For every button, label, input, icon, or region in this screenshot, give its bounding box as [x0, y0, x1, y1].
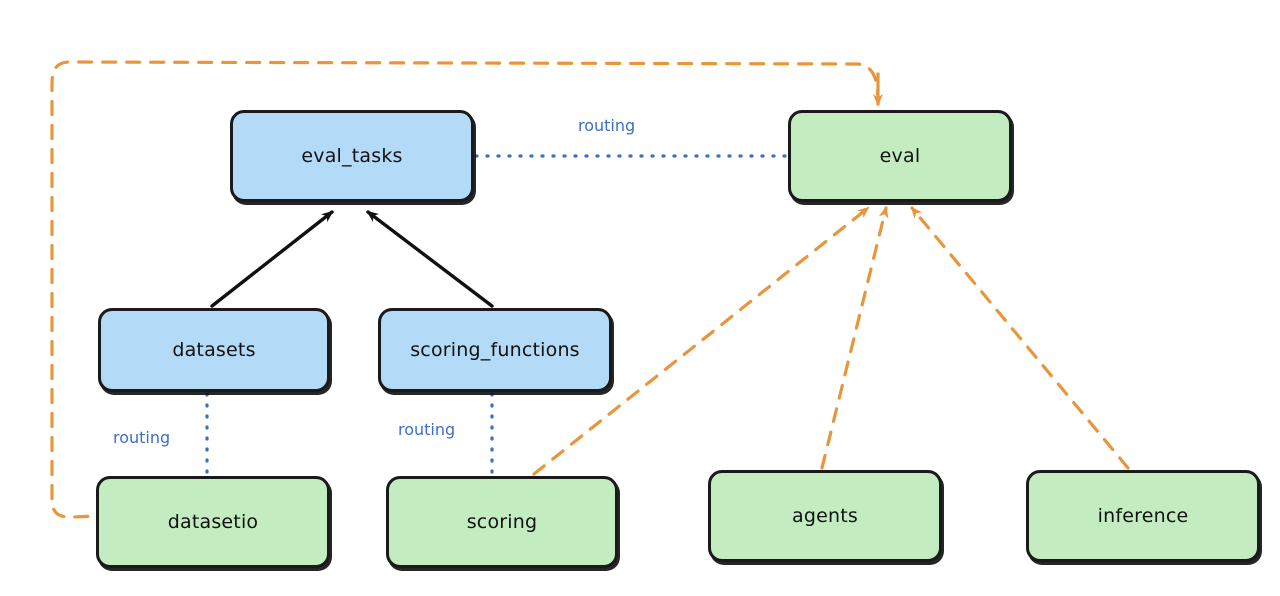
node-label: scoring_functions	[410, 339, 580, 361]
edge-inference-to-eval	[910, 206, 1130, 470]
node-eval[interactable]: eval	[788, 110, 1012, 202]
edge-eval-to-datasetio	[50, 60, 880, 519]
node-agents[interactable]: agents	[708, 470, 942, 562]
edge-label-routing-datasets: routing	[113, 428, 171, 447]
node-scoring[interactable]: scoring	[386, 476, 618, 568]
node-label: scoring	[466, 511, 538, 533]
node-eval-tasks[interactable]: eval_tasks	[230, 110, 474, 202]
edge-scoring-to-eval	[532, 206, 870, 476]
edge-datasets-to-eval-tasks	[210, 210, 334, 308]
node-label: eval_tasks	[301, 145, 403, 167]
node-label: inference	[1097, 505, 1189, 527]
edge-label-routing-eval-tasks: routing	[578, 116, 636, 135]
node-label: datasets	[172, 339, 256, 361]
node-label: eval	[879, 145, 921, 167]
node-label: agents	[792, 505, 858, 527]
node-datasetio[interactable]: datasetio	[96, 476, 330, 568]
node-label: datasetio	[167, 511, 259, 533]
node-scoring-functions[interactable]: scoring_functions	[378, 308, 612, 392]
edge-agents-to-eval	[820, 206, 889, 470]
edge-scoring-functions-to-eval-tasks	[366, 210, 494, 308]
node-inference[interactable]: inference	[1026, 470, 1260, 562]
edge-label-routing-scoring-functions: routing	[398, 420, 456, 439]
node-datasets[interactable]: datasets	[98, 308, 330, 392]
